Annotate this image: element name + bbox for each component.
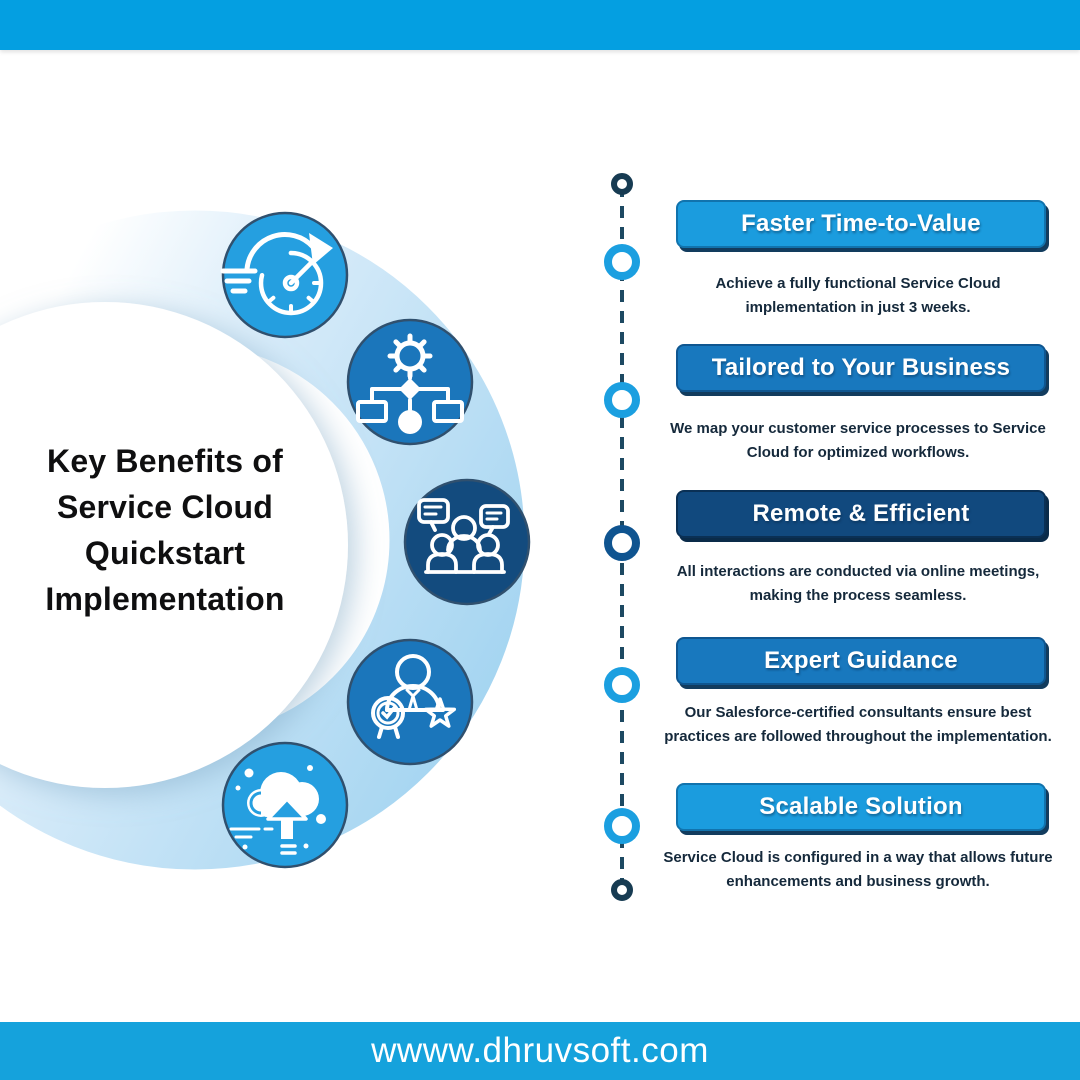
benefit-description-5: Service Cloud is configured in a way tha… bbox=[663, 849, 1053, 890]
speedometer-icon bbox=[220, 211, 349, 339]
benefit-title: Faster Time-to-Value bbox=[741, 210, 981, 237]
website-url: wwww.dhruvsoft.com bbox=[371, 1031, 709, 1070]
benefit-banner-1: Faster Time-to-Value bbox=[676, 200, 1046, 248]
benefit-banner-3: Remote & Efficient bbox=[676, 490, 1046, 538]
benefit-title: Tailored to Your Business bbox=[711, 354, 1011, 381]
footer-bar: wwww.dhruvsoft.com bbox=[0, 1022, 1080, 1080]
timeline-node-4 bbox=[604, 667, 640, 703]
benefit-title: Remote & Efficient bbox=[752, 500, 970, 527]
benefit-banner-2: Tailored to Your Business bbox=[676, 344, 1046, 392]
certified-expert-icon bbox=[346, 638, 474, 766]
timeline-start-node bbox=[611, 173, 633, 195]
benefit-banner-5: Scalable Solution bbox=[676, 783, 1046, 831]
top-accent-bar bbox=[0, 0, 1080, 50]
benefit-description-1: Achieve a fully functional Service Cloud… bbox=[715, 275, 1001, 316]
benefit-banner-4: Expert Guidance bbox=[676, 637, 1046, 685]
timeline-node-5 bbox=[604, 808, 640, 844]
benefits-icon-arc bbox=[0, 210, 531, 870]
timeline-end-node bbox=[611, 879, 633, 901]
workflow-gear-icon bbox=[346, 318, 474, 446]
benefit-title: Scalable Solution bbox=[759, 793, 963, 820]
timeline-node-3 bbox=[604, 525, 640, 561]
online-meeting-icon bbox=[403, 478, 531, 606]
benefit-description-3: All interactions are conducted via onlin… bbox=[676, 563, 1040, 604]
cloud-upload-icon bbox=[221, 741, 349, 869]
timeline-node-1 bbox=[604, 244, 640, 280]
page-title: Key Benefits of Service Cloud Quickstart… bbox=[45, 443, 285, 618]
benefit-description-2: We map your customer service processes t… bbox=[670, 420, 1046, 461]
benefit-description-4: Our Salesforce-certified consultants ens… bbox=[664, 704, 1052, 745]
title-circle bbox=[0, 302, 348, 788]
timeline-node-2 bbox=[604, 382, 640, 418]
benefit-title: Expert Guidance bbox=[764, 647, 958, 674]
